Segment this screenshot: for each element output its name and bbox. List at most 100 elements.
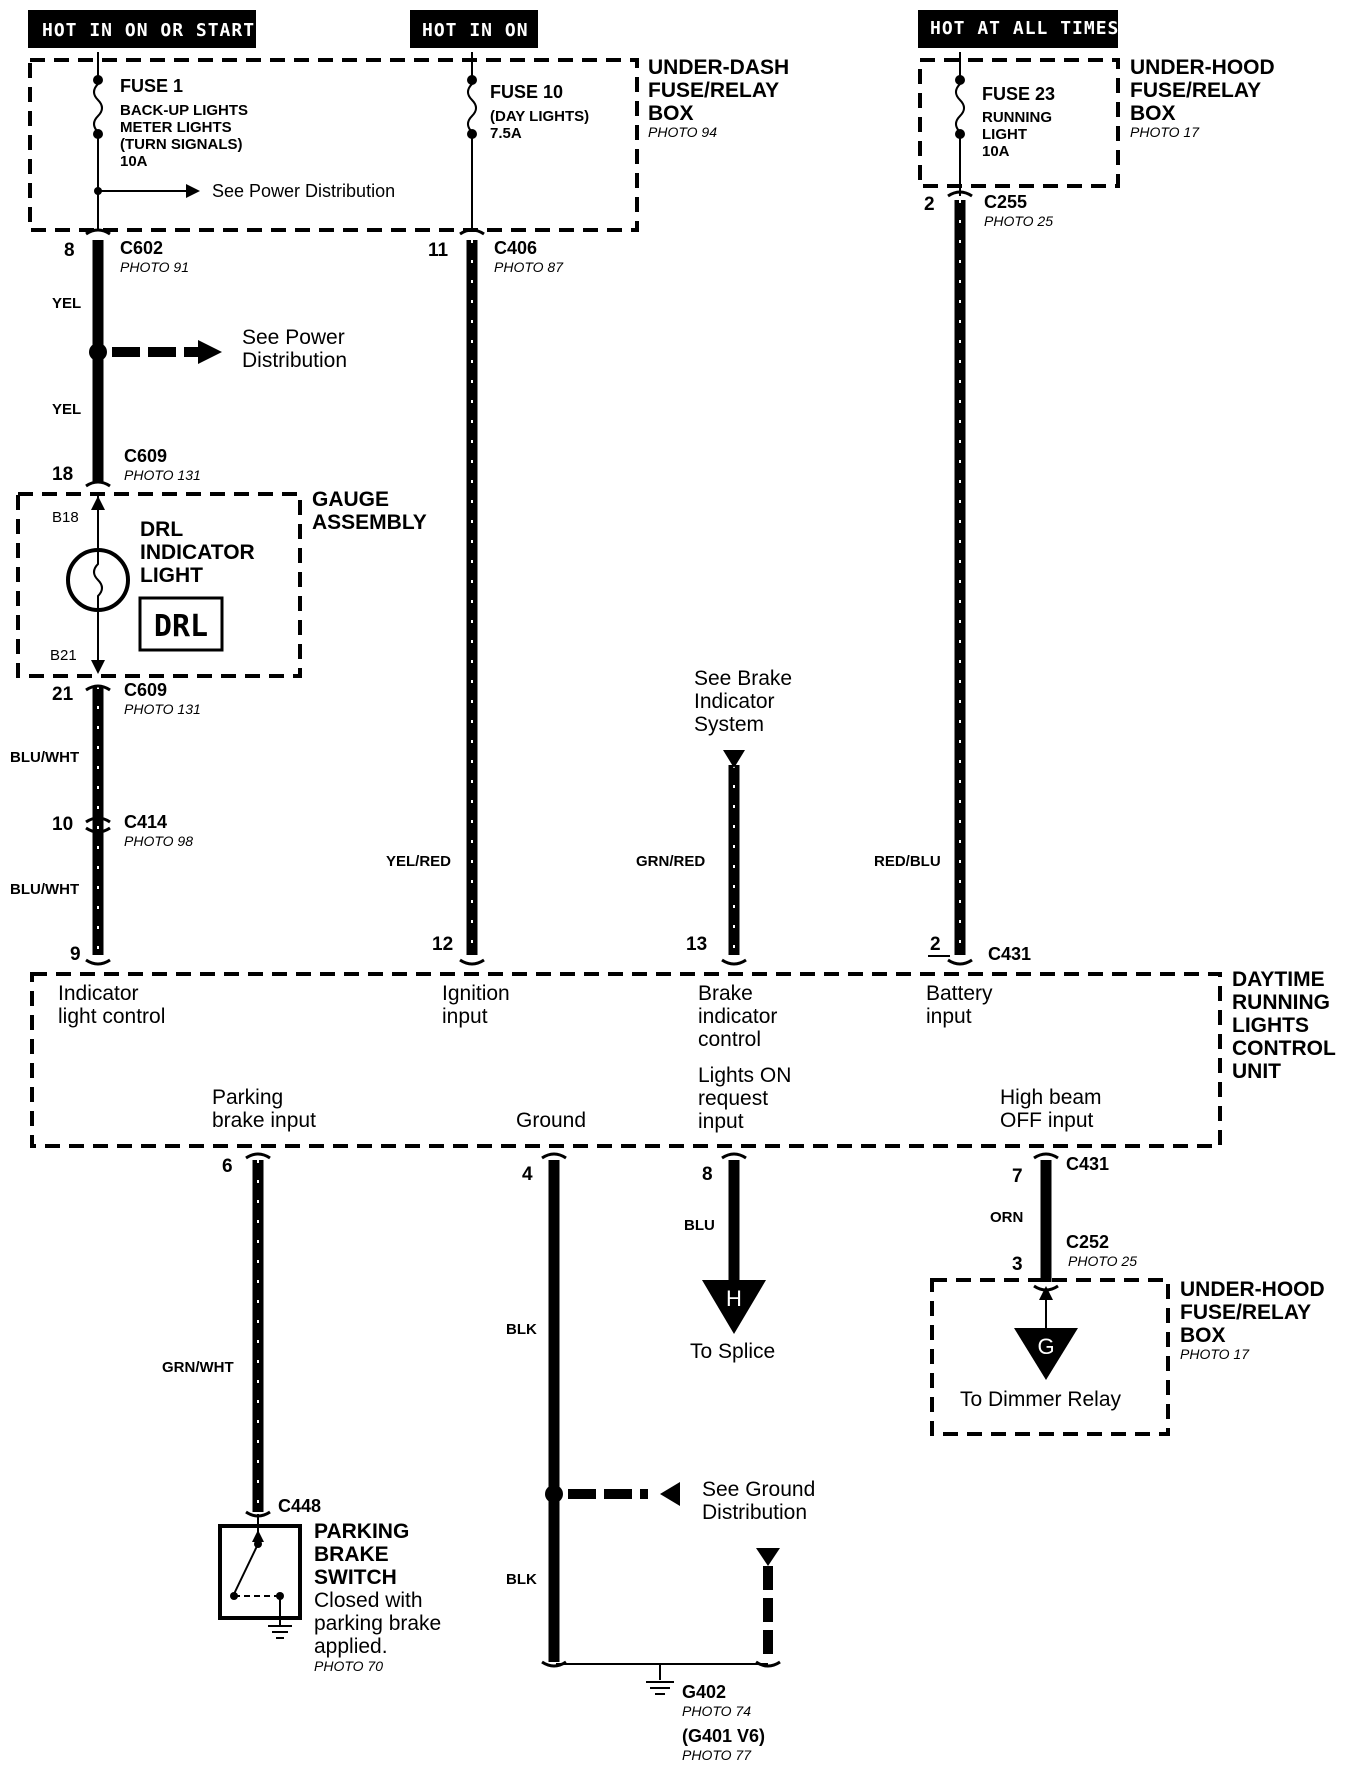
svg-text:PHOTO 70: PHOTO 70 — [314, 1658, 383, 1674]
fuse-10: FUSE 10 (DAY LIGHTS) 7.5A — [467, 52, 589, 230]
drl-control-unit-box — [30, 972, 1222, 1148]
drl-control-unit-title: DAYTIME RUNNING LIGHTS CONTROL UNIT — [1232, 968, 1336, 1083]
fuse-1-name: FUSE 1 — [120, 76, 183, 96]
svg-text:21: 21 — [52, 684, 74, 705]
dimmer-feed-arrow — [1039, 1286, 1053, 1300]
fuse-23-name: FUSE 23 — [982, 84, 1055, 104]
svg-text:12: 12 — [432, 934, 453, 955]
drl-unit-pins-bottom: 6 4 8 7 — [222, 1156, 1023, 1187]
svg-text:PHOTO 74: PHOTO 74 — [682, 1703, 751, 1719]
wire-label-yel-2: YEL — [52, 401, 81, 418]
svg-text:ASSEMBLY: ASSEMBLY — [312, 511, 427, 534]
ground-ref-arrow — [660, 1482, 680, 1506]
dimmer-g-letter: G — [1037, 1334, 1054, 1359]
gauge-return-arrow — [91, 660, 105, 674]
connector-c255: 2 C255 PHOTO 25 — [924, 192, 1053, 229]
ground-point-g402: G402 PHOTO 74 (G401 V6) PHOTO 77 — [682, 1682, 765, 1763]
underdash-fuse-box — [28, 58, 639, 232]
svg-text:parking brake: parking brake — [314, 1612, 441, 1635]
svg-text:8: 8 — [64, 240, 75, 261]
gauge-assembly-title: GAUGE ASSEMBLY — [312, 488, 427, 534]
unit-label-battery-input: Battery input — [926, 982, 993, 1028]
svg-text:High beam: High beam — [1000, 1086, 1102, 1109]
svg-text:10A: 10A — [120, 153, 148, 170]
svg-text:BOX: BOX — [1180, 1324, 1226, 1347]
svg-text:Ignition: Ignition — [442, 982, 510, 1005]
unit-label-high-beam: High beam OFF input — [1000, 1086, 1102, 1132]
splice-label: To Splice — [690, 1340, 775, 1363]
svg-text:6: 6 — [222, 1156, 233, 1177]
splice-h-triangle — [702, 1280, 766, 1334]
unit-label-ground: Ground — [516, 1109, 586, 1132]
svg-text:Closed with: Closed with — [314, 1589, 423, 1612]
fuse-23: FUSE 23 RUNNING LIGHT 10A — [955, 52, 1055, 196]
wire-label-orn: ORN — [990, 1209, 1023, 1226]
gauge-pin-b18: B18 — [52, 509, 79, 526]
svg-text:Battery: Battery — [926, 982, 993, 1005]
svg-text:DRL: DRL — [140, 518, 183, 541]
svg-text:FUSE/RELAY: FUSE/RELAY — [1130, 79, 1261, 102]
svg-text:C406: C406 — [494, 238, 537, 258]
see-power-mid-label: See Power Distribution — [242, 326, 347, 372]
svg-text:SWITCH: SWITCH — [314, 1566, 397, 1589]
underhood-fuse-box-bottom — [930, 1278, 1170, 1436]
connector-c252: C252 PHOTO 25 3 — [1012, 1232, 1137, 1275]
svg-text:PHOTO 94: PHOTO 94 — [648, 124, 717, 140]
connector-c609-top: 18 C609 PHOTO 131 — [52, 446, 201, 485]
bulb-filament — [93, 550, 103, 610]
connector-c448: C448 — [278, 1496, 321, 1516]
svg-text:(DAY LIGHTS): (DAY LIGHTS) — [490, 108, 589, 125]
connector-c431-top: C431 — [988, 944, 1031, 964]
svg-text:2: 2 — [924, 194, 935, 215]
svg-text:control: control — [698, 1028, 761, 1051]
ground-ref-label: See Ground Distribution — [702, 1478, 815, 1524]
wire-label-grn-red: GRN/RED — [636, 853, 705, 870]
brake-ref-arrow — [723, 750, 745, 768]
see-power-label: See Power Distribution — [212, 181, 395, 201]
dimmer-label: To Dimmer Relay — [960, 1388, 1122, 1411]
svg-text:RUNNING: RUNNING — [1232, 991, 1330, 1014]
svg-text:PHOTO 98: PHOTO 98 — [124, 833, 193, 849]
svg-text:10: 10 — [52, 814, 73, 835]
svg-text:PHOTO 17: PHOTO 17 — [1130, 124, 1200, 140]
svg-text:LIGHTS: LIGHTS — [1232, 1014, 1309, 1037]
svg-text:applied.: applied. — [314, 1635, 388, 1658]
header-tab-on — [410, 10, 538, 48]
connector-c431-bottom: C431 — [1066, 1154, 1109, 1174]
svg-text:System: System — [694, 713, 764, 736]
svg-text:indicator: indicator — [698, 1005, 777, 1028]
svg-text:C255: C255 — [984, 192, 1027, 212]
svg-text:Brake: Brake — [698, 982, 753, 1005]
svg-text:brake input: brake input — [212, 1109, 316, 1132]
unit-label-ignition-input: Ignition input — [442, 982, 510, 1028]
svg-text:UNDER-HOOD: UNDER-HOOD — [1130, 56, 1275, 79]
svg-text:PARKING: PARKING — [314, 1520, 409, 1543]
connector-c602: 8 C602 PHOTO 91 — [64, 238, 189, 275]
ground-icon — [646, 1681, 674, 1695]
gauge-assembly-box — [16, 492, 302, 678]
unit-label-brake-indicator: Brake indicator control — [698, 982, 777, 1051]
parking-switch-note: Closed with parking brake applied. PHOTO… — [314, 1589, 441, 1674]
svg-text:10A: 10A — [982, 143, 1010, 160]
svg-text:2: 2 — [930, 934, 941, 955]
svg-text:INDICATOR: INDICATOR — [140, 541, 255, 564]
svg-text:PHOTO 25: PHOTO 25 — [984, 213, 1053, 229]
svg-text:18: 18 — [52, 464, 73, 485]
underhood-box-top-title: UNDER-HOOD FUSE/RELAY BOX PHOTO 17 — [1130, 56, 1275, 140]
svg-text:PHOTO 25: PHOTO 25 — [1068, 1253, 1137, 1269]
svg-text:GAUGE: GAUGE — [312, 488, 389, 511]
fuse-1: FUSE 1 BACK-UP LIGHTS METER LIGHTS (TURN… — [93, 52, 248, 230]
unit-label-indicator-control: Indicator light control — [58, 982, 165, 1028]
wire-label-grn-wht: GRN/WHT — [162, 1359, 234, 1376]
svg-text:BOX: BOX — [1130, 102, 1176, 125]
underhood-fuse-box-top — [918, 58, 1120, 188]
svg-text:METER LIGHTS: METER LIGHTS — [120, 119, 232, 136]
connector-c406: 11 C406 PHOTO 87 — [428, 238, 564, 275]
wire-label-blk-1: BLK — [506, 1321, 537, 1338]
svg-text:LIGHT: LIGHT — [982, 126, 1027, 143]
parking-switch-title: PARKING BRAKE SWITCH — [314, 1520, 409, 1589]
svg-text:8: 8 — [702, 1164, 713, 1185]
svg-text:3: 3 — [1012, 1254, 1023, 1275]
header-all-times-text: HOT AT ALL TIMES — [930, 18, 1119, 39]
